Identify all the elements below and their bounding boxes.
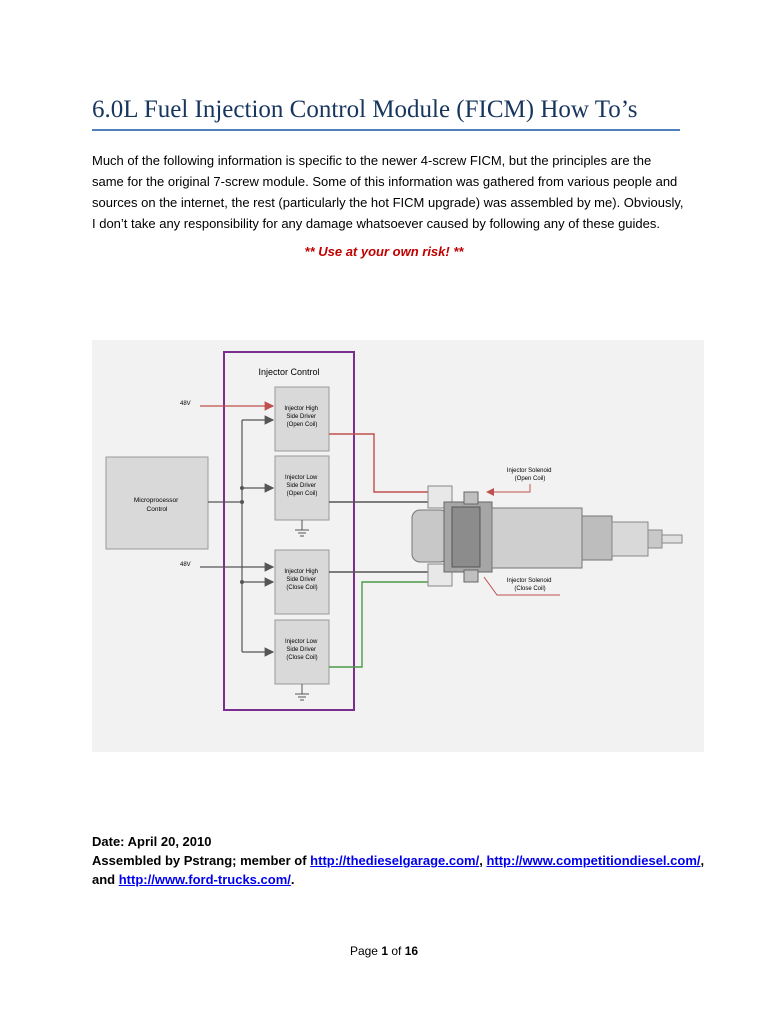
and-line: and http://www.ford-trucks.com/. <box>92 872 295 887</box>
risk-warning: ** Use at your own risk! ** <box>304 244 464 259</box>
injector-control-label: Injector Control <box>258 367 319 377</box>
micro-line1: Microprocessor <box>134 497 179 504</box>
assembled-line: Assembled by Pstrang; member of http://t… <box>92 853 705 868</box>
svg-text:Injector Solenoid (Open Co: Injector Solenoid (Open Coil) <box>507 468 553 482</box>
high-side-open-box <box>274 386 330 452</box>
microprocessor-box <box>105 456 209 550</box>
low-side-close-box <box>274 619 330 685</box>
solenoid-close-label: Injector Solenoid <box>507 578 552 584</box>
link-thedieselgarage[interactable]: http://thedieselgarage.com/ <box>310 853 480 868</box>
date-line: Date: April 20, 2010 <box>92 834 212 849</box>
svg-text:Injector Low Side Driver: Injector Low Side Driver (Open Coil) <box>285 475 319 497</box>
v48-bottom-label: 48V <box>180 562 191 568</box>
low-side-open-box <box>274 455 330 521</box>
svg-text:Injector Solenoid (Close C: Injector Solenoid (Close Coil) <box>507 578 553 592</box>
intro-paragraph: Much of the following information is spe… <box>92 153 684 231</box>
document-meta: Date: April 20, 2010 Assembled by Pstran… <box>92 832 704 889</box>
v48-top-label: 48V <box>180 401 191 407</box>
svg-text:Injector High Side Driver: Injector High Side Driver (Close Coil) <box>284 569 319 591</box>
high-side-close-box <box>274 549 330 615</box>
link-ford-trucks[interactable]: http://www.ford-trucks.com/ <box>118 872 291 887</box>
svg-text:Injector High Side Driver: Injector High Side Driver (Open Coil) <box>284 406 319 428</box>
solenoid-open-label: Injector Solenoid <box>507 468 552 474</box>
title-underline <box>92 129 680 131</box>
injector-illustration <box>411 485 683 587</box>
micro-line2: Control <box>147 506 169 513</box>
injector-control-diagram: Injector Control Microprocessor Control … <box>92 340 704 752</box>
document-title: 6.0L Fuel Injection Control Module (FICM… <box>92 96 638 123</box>
page-number: Page 1 of 16 <box>349 944 419 958</box>
link-competitiondiesel[interactable]: http://www.competitiondiesel.com/ <box>486 853 701 868</box>
svg-text:Injector Low Side Driver: Injector Low Side Driver (Close Coil) <box>285 639 319 661</box>
svg-text:Microprocessor Control: Microprocessor Control <box>134 497 180 513</box>
